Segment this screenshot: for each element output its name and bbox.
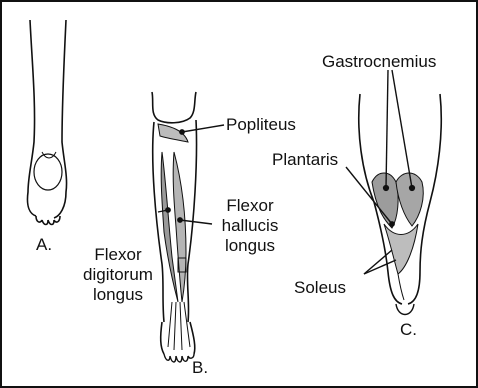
panel-b-label: B.: [192, 358, 208, 378]
panel-a-label: A.: [36, 235, 52, 255]
panel-b-leg-drawing: [152, 92, 197, 362]
soleus-label: Soleus: [294, 278, 346, 298]
flexor-digitorum-longus-line-1: Flexor: [72, 245, 164, 265]
flexor-digitorum-longus-line-2: digitorum: [72, 265, 164, 285]
popliteus-label: Popliteus: [226, 115, 296, 135]
flexor-hallucis-longus-line-2: hallucis: [210, 216, 290, 236]
panel-c-label: C.: [400, 320, 417, 340]
flexor-hallucis-longus-line-1: Flexor: [210, 196, 290, 216]
gastrocnemius-label: Gastrocnemius: [322, 52, 436, 72]
plantaris-label: Plantaris: [272, 150, 338, 170]
panel-c-leg-drawing: [359, 94, 442, 315]
flexor-hallucis-longus-line-3: longus: [210, 236, 290, 256]
panel-a-leg-drawing: [27, 20, 66, 225]
flexor-digitorum-longus-label: Flexor digitorum longus: [72, 245, 164, 305]
flexor-digitorum-longus-line-3: longus: [72, 285, 164, 305]
flexor-hallucis-longus-label: Flexor hallucis longus: [210, 196, 290, 256]
